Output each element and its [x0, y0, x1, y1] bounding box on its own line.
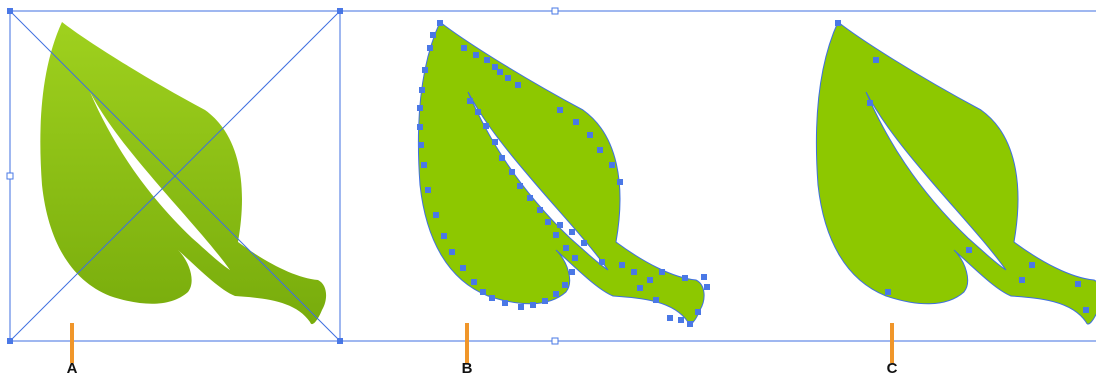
anchor-point[interactable]: [867, 100, 873, 106]
anchor-point[interactable]: [460, 265, 466, 271]
panel-label-c: C: [886, 360, 898, 377]
anchor-point[interactable]: [471, 279, 477, 285]
anchor-point[interactable]: [437, 20, 443, 26]
anchor-point[interactable]: [619, 262, 625, 268]
leaf-flat-shape: [815, 21, 1096, 325]
anchor-point[interactable]: [695, 309, 701, 315]
anchor-point[interactable]: [609, 162, 615, 168]
anchor-point[interactable]: [433, 212, 439, 218]
anchor-point[interactable]: [417, 105, 423, 111]
selection-handle[interactable]: [7, 8, 13, 14]
selection-handle[interactable]: [551, 337, 559, 345]
anchor-point[interactable]: [537, 207, 543, 213]
anchor-point[interactable]: [467, 98, 473, 104]
anchor-point[interactable]: [637, 285, 643, 291]
anchor-point[interactable]: [545, 219, 551, 225]
anchor-point[interactable]: [553, 232, 559, 238]
anchor-point[interactable]: [563, 245, 569, 251]
anchor-point[interactable]: [569, 229, 575, 235]
leaf-flat-shape: [417, 21, 705, 325]
anchor-point[interactable]: [484, 57, 490, 63]
anchor-point[interactable]: [425, 187, 431, 193]
anchor-point[interactable]: [441, 233, 447, 239]
anchor-point[interactable]: [530, 302, 536, 308]
anchor-point[interactable]: [502, 300, 508, 306]
anchor-point[interactable]: [704, 284, 710, 290]
anchor-point[interactable]: [653, 297, 659, 303]
anchor-point[interactable]: [492, 64, 498, 70]
anchor-point[interactable]: [687, 321, 693, 327]
anchor-point[interactable]: [631, 269, 637, 275]
anchor-point[interactable]: [659, 269, 665, 275]
panel-label-a: A: [66, 360, 78, 377]
anchor-point[interactable]: [505, 75, 511, 81]
anchor-point[interactable]: [1029, 262, 1035, 268]
anchor-point[interactable]: [492, 139, 498, 145]
selection-handle[interactable]: [7, 338, 13, 344]
anchor-point[interactable]: [497, 69, 503, 75]
panel-a-bounding-box-leaf: [6, 8, 343, 363]
anchor-point[interactable]: [572, 255, 578, 261]
anchor-point[interactable]: [430, 32, 436, 38]
anchor-point[interactable]: [678, 317, 684, 323]
anchor-point[interactable]: [515, 82, 521, 88]
anchor-point[interactable]: [573, 119, 579, 125]
anchor-points-c: [835, 20, 1089, 313]
anchor-point[interactable]: [966, 247, 972, 253]
anchor-point[interactable]: [557, 222, 563, 228]
anchor-point[interactable]: [647, 277, 653, 283]
anchor-point[interactable]: [421, 162, 427, 168]
bounding-box-diagonal: [9, 10, 341, 342]
anchor-point[interactable]: [557, 107, 563, 113]
anchor-point[interactable]: [873, 57, 879, 63]
anchor-point[interactable]: [499, 155, 505, 161]
anchor-point[interactable]: [599, 259, 605, 265]
anchor-point[interactable]: [553, 291, 559, 297]
anchor-point[interactable]: [527, 195, 533, 201]
anchor-point[interactable]: [682, 275, 688, 281]
anchor-point[interactable]: [701, 274, 707, 280]
anchor-point[interactable]: [417, 124, 423, 130]
anchor-point[interactable]: [461, 45, 467, 51]
anchor-point[interactable]: [419, 87, 425, 93]
anchor-point[interactable]: [667, 315, 673, 321]
panel-label-b: B: [461, 360, 473, 377]
selection-handle[interactable]: [6, 172, 14, 180]
anchor-point[interactable]: [475, 109, 481, 115]
anchor-point[interactable]: [885, 289, 891, 295]
anchor-point[interactable]: [1083, 307, 1089, 313]
anchor-point[interactable]: [449, 249, 455, 255]
anchor-points-b: [417, 20, 710, 327]
anchor-point[interactable]: [489, 295, 495, 301]
anchor-point[interactable]: [581, 240, 587, 246]
anchor-point[interactable]: [1019, 277, 1025, 283]
anchor-point[interactable]: [1075, 281, 1081, 287]
anchor-point[interactable]: [473, 52, 479, 58]
anchor-point[interactable]: [509, 169, 515, 175]
selection-handle[interactable]: [551, 7, 559, 15]
anchor-point[interactable]: [617, 179, 623, 185]
anchor-point[interactable]: [422, 67, 428, 73]
anchor-point[interactable]: [483, 123, 489, 129]
anchor-point[interactable]: [835, 20, 841, 26]
anchor-point[interactable]: [587, 132, 593, 138]
panel-b-many-anchors-leaf: [417, 20, 710, 363]
anchor-point[interactable]: [480, 289, 486, 295]
anchor-point[interactable]: [562, 282, 568, 288]
anchor-point[interactable]: [427, 45, 433, 51]
anchor-point[interactable]: [542, 298, 548, 304]
anchor-point[interactable]: [418, 142, 424, 148]
anchor-point[interactable]: [517, 183, 523, 189]
anchor-point[interactable]: [518, 304, 524, 310]
anchor-point[interactable]: [597, 147, 603, 153]
anchor-point[interactable]: [569, 269, 575, 275]
panel-c-few-anchors-leaf: [815, 20, 1096, 363]
